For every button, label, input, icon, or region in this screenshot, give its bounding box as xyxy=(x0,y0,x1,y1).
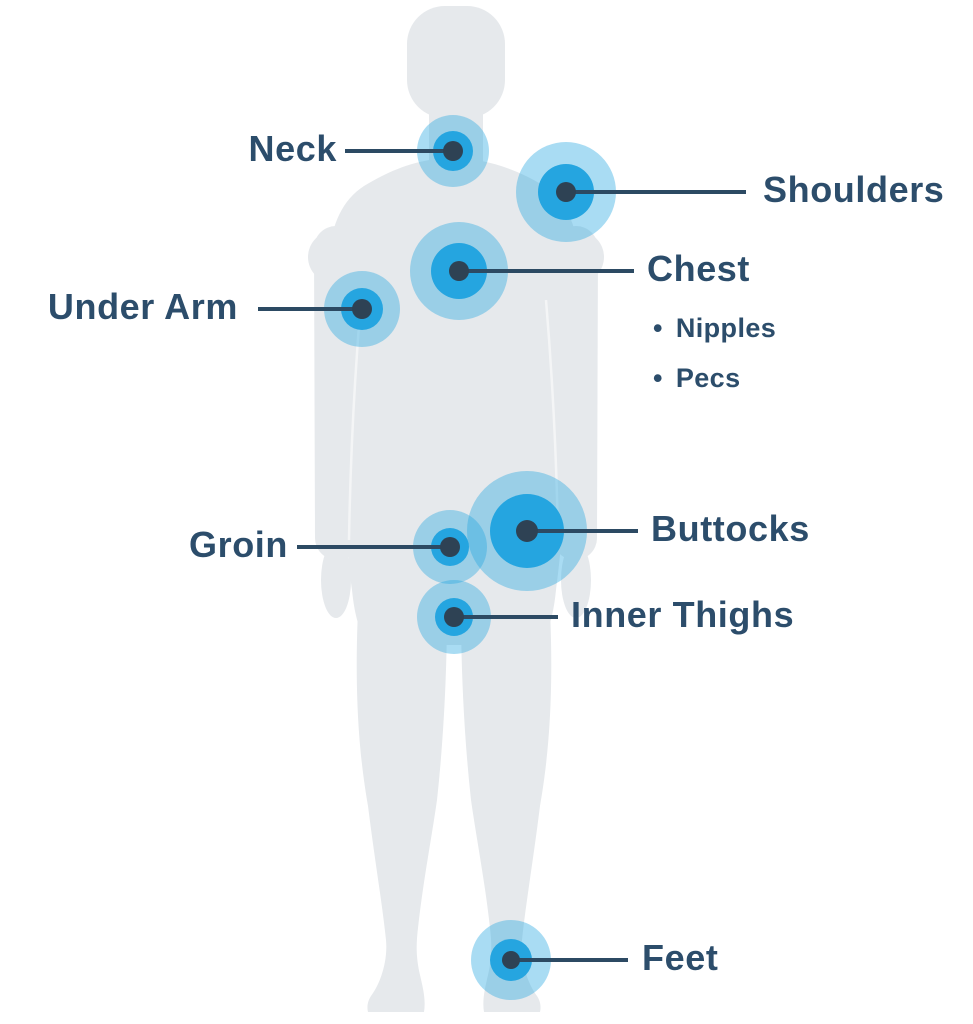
groin-marker-dot xyxy=(440,537,460,557)
left-armpit-seam xyxy=(347,299,363,541)
groin-label: Groin xyxy=(189,524,288,566)
marker-dots xyxy=(352,141,576,969)
inner-thighs-label: Inner Thighs xyxy=(571,594,795,636)
left-arm-shape xyxy=(314,226,359,560)
chest-subitem-pecs: • Pecs xyxy=(653,353,776,403)
bullet-icon: • xyxy=(653,312,663,343)
chest-sublist: • Nipples • Pecs xyxy=(653,303,776,403)
left-deltoid-shape xyxy=(308,231,360,283)
under-arm-label: Under Arm xyxy=(47,286,238,328)
right-leg-shape xyxy=(461,610,552,1012)
feet-label: Feet xyxy=(642,937,719,979)
chest-subitem-nipples: • Nipples xyxy=(653,303,776,353)
right-hand-shape xyxy=(561,542,591,618)
left-hand-shape xyxy=(321,542,351,618)
chest-subitem-label: Pecs xyxy=(675,362,741,393)
under-arm-marker-dot xyxy=(352,299,372,319)
inner-thighs-marker-dot xyxy=(444,607,464,627)
neck-label: Neck xyxy=(248,128,337,170)
arms xyxy=(314,226,598,560)
callout-lines xyxy=(258,149,746,962)
bullet-icon: • xyxy=(653,362,663,393)
chest-label: Chest xyxy=(647,248,751,290)
right-arm-shape xyxy=(553,226,598,560)
buttocks-marker-dot xyxy=(516,520,538,542)
left-leg-shape xyxy=(356,610,447,1012)
chest-marker-dot xyxy=(449,261,469,281)
feet-marker-dot xyxy=(502,951,520,969)
marker-outer-halos xyxy=(324,115,616,1000)
shoulders-label: Shoulders xyxy=(763,169,945,211)
shoulders-marker-dot xyxy=(556,182,576,202)
neck-marker-dot xyxy=(443,141,463,161)
buttocks-label: Buttocks xyxy=(651,508,810,550)
chest-subitem-label: Nipples xyxy=(675,312,777,343)
